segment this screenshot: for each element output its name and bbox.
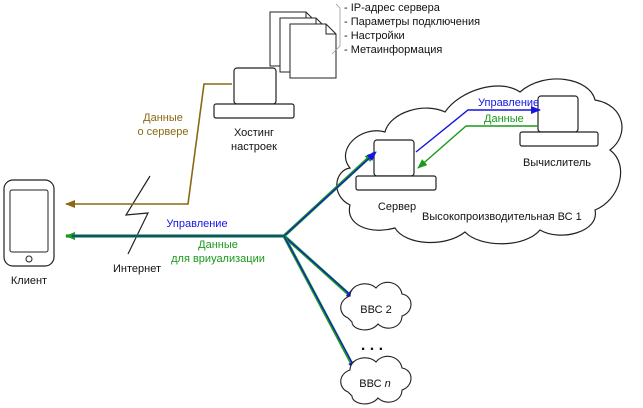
info-line-2: - Параметры подключения xyxy=(344,16,480,28)
vvsn-suffix: n xyxy=(385,378,391,390)
viz-data-label-2: для вриуализации xyxy=(171,253,265,265)
callout-line xyxy=(331,3,341,55)
client-label: Клиент xyxy=(11,275,47,287)
branch-to-server-blue xyxy=(283,151,377,237)
hosting-computer-icon xyxy=(213,67,295,119)
vvsn-cloud xyxy=(340,355,412,405)
hosting-label-1: Хостинг xyxy=(234,127,274,139)
server-data-label-1: Данные xyxy=(143,112,183,124)
server-data-arrow xyxy=(65,83,232,208)
data-arrow-to-server xyxy=(417,125,538,169)
lightning-icon xyxy=(124,175,151,255)
vvsn-label: ВВС n xyxy=(359,378,390,390)
internet-label: Интернет xyxy=(113,263,161,275)
vvs2-label: ВВС 2 xyxy=(360,304,391,316)
server-data-label-2: о сервере xyxy=(138,126,189,138)
branch-to-vvsn-blue xyxy=(283,235,357,371)
phone-icon xyxy=(3,179,55,267)
ellipsis-dots: . . . xyxy=(361,337,383,354)
vvsn-prefix: ВВС xyxy=(359,378,384,390)
vvs2-cloud xyxy=(340,281,412,331)
info-line-4: - Метаинформация xyxy=(344,44,442,56)
info-line-1: - IP-адрес сервера xyxy=(344,2,441,14)
viz-data-label-1: Данные xyxy=(198,239,238,251)
document-stack-icon xyxy=(269,11,337,79)
hosting-label-2: настроек xyxy=(231,141,277,153)
info-line-3: - Настройки xyxy=(344,30,405,42)
compute-label: Вычислитель xyxy=(523,157,591,169)
cluster-control-label: Управление xyxy=(478,97,539,109)
cluster-name: Высокопроизводительная ВС 1 xyxy=(422,211,582,223)
branch-to-vvs2-blue xyxy=(283,235,356,300)
cluster-data-label: Данные xyxy=(484,113,524,125)
compute-computer-icon xyxy=(519,95,599,147)
server-label: Сервер xyxy=(378,201,416,213)
control-label: Управление xyxy=(166,218,227,230)
control-arrow-to-compute xyxy=(415,106,541,153)
